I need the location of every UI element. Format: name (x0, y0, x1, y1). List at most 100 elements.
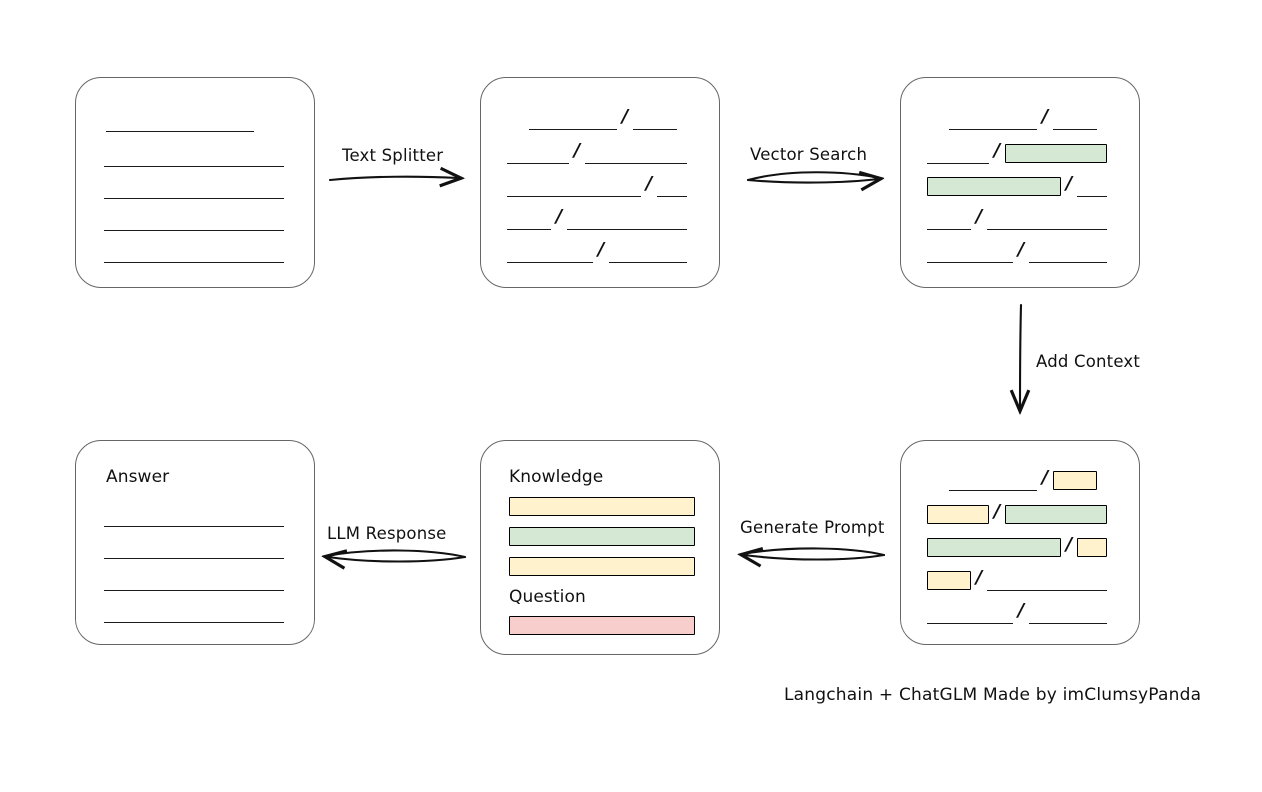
doc-line: / (901, 600, 1139, 624)
doc-line: / (901, 567, 1139, 591)
answer-heading: Answer (106, 467, 170, 487)
text-rule (927, 142, 989, 164)
box-context-chunks[interactable]: / / / / / (900, 440, 1140, 645)
text-rule (585, 142, 687, 164)
separator-slash: / (1017, 239, 1025, 260)
box-matched-chunks[interactable]: / / / / / (900, 77, 1140, 288)
text-rule (927, 241, 1013, 263)
doc-line: / (481, 206, 719, 230)
text-rule (949, 108, 1037, 130)
text-rule (507, 241, 593, 263)
separator-slash: / (555, 206, 563, 227)
highlight-chunk-yellow (927, 504, 989, 524)
footer-caption: Langchain + ChatGLM Made by imClumsyPand… (784, 685, 1202, 705)
separator-slash: / (597, 239, 605, 260)
highlight-chunk-green (927, 537, 1061, 557)
doc-line (76, 505, 314, 527)
knowledge-bar-green (509, 526, 695, 546)
arrow-label-generate-prompt: Generate Prompt (740, 518, 885, 537)
box-matched-chunks-content: / / / / / (901, 78, 1139, 287)
text-rule (507, 175, 641, 197)
text-rule (609, 241, 687, 263)
arrow-llm-response (326, 550, 467, 561)
highlight-chunk-green (1005, 143, 1107, 163)
highlight-chunk-yellow (1077, 537, 1107, 557)
text-rule (104, 177, 284, 199)
text-rule (104, 601, 284, 623)
doc-line: / (901, 467, 1139, 491)
arrow-label-llm-response: LLM Response (327, 524, 447, 543)
doc-line: / (481, 106, 719, 130)
doc-line (76, 241, 314, 263)
separator-slash: / (1065, 534, 1073, 555)
doc-line: / (481, 140, 719, 164)
separator-slash: / (975, 567, 983, 588)
text-rule (529, 108, 617, 130)
separator-slash: / (645, 173, 653, 194)
text-rule (104, 241, 284, 263)
arrow-label-vector-search: Vector Search (750, 145, 868, 164)
highlight-chunk-yellow (927, 570, 971, 590)
arrow-label-text-splitter: Text Splitter (342, 146, 444, 165)
separator-slash: / (1041, 467, 1049, 488)
text-rule (104, 505, 284, 527)
arrow-generate-prompt (742, 548, 886, 559)
text-rule (927, 602, 1013, 624)
highlight-chunk-green (1005, 504, 1107, 524)
prompt-question-heading: Question (509, 587, 586, 607)
highlight-chunk-yellow (1053, 470, 1097, 490)
box-answer[interactable]: Answer (75, 440, 315, 645)
doc-line (76, 145, 314, 167)
arrow-text-splitter (328, 177, 458, 180)
text-rule (507, 208, 551, 230)
knowledge-bar-yellow (509, 496, 695, 516)
separator-slash: / (993, 501, 1001, 522)
text-rule (927, 208, 971, 230)
doc-line: / (901, 501, 1139, 525)
text-rule (633, 108, 677, 130)
text-rule (949, 469, 1037, 491)
separator-slash: / (621, 106, 629, 127)
text-rule (1077, 175, 1107, 197)
text-rule (104, 537, 284, 559)
box-split-chunks-content: / / / / / (481, 78, 719, 287)
arrow-add-context (1020, 303, 1021, 408)
box-split-chunks[interactable]: / / / / / (480, 77, 720, 288)
text-rule (104, 145, 284, 167)
question-bar-red (509, 615, 695, 635)
separator-slash: / (573, 140, 581, 161)
doc-line: / (901, 239, 1139, 263)
arrow-label-add-context: Add Context (1036, 352, 1141, 371)
box-source-document-content (76, 78, 314, 287)
doc-line: / (481, 239, 719, 263)
arrow-vector-search (746, 172, 880, 182)
text-rule (104, 569, 284, 591)
knowledge-bar-row (481, 495, 719, 517)
text-rule (1053, 108, 1097, 130)
text-rule (657, 175, 687, 197)
knowledge-bar-row (481, 525, 719, 547)
doc-line (76, 110, 314, 132)
doc-line (76, 569, 314, 591)
question-bar-row (481, 614, 719, 636)
text-rule (106, 110, 254, 132)
box-source-document[interactable] (75, 77, 315, 288)
doc-line (76, 177, 314, 199)
separator-slash: / (1017, 600, 1025, 621)
box-context-chunks-content: / / / / / (901, 441, 1139, 644)
doc-line: / (901, 140, 1139, 164)
doc-line (76, 209, 314, 231)
box-prompt-content: Knowledge Question (481, 441, 719, 654)
separator-slash: / (1065, 173, 1073, 194)
text-rule (104, 209, 284, 231)
doc-line: / (901, 106, 1139, 130)
separator-slash: / (975, 206, 983, 227)
text-rule (987, 208, 1107, 230)
highlight-chunk-green (927, 176, 1061, 196)
box-prompt[interactable]: Knowledge Question (480, 440, 720, 655)
knowledge-bar-yellow (509, 556, 695, 576)
text-rule (567, 208, 687, 230)
text-rule (507, 142, 569, 164)
text-rule (1029, 241, 1107, 263)
